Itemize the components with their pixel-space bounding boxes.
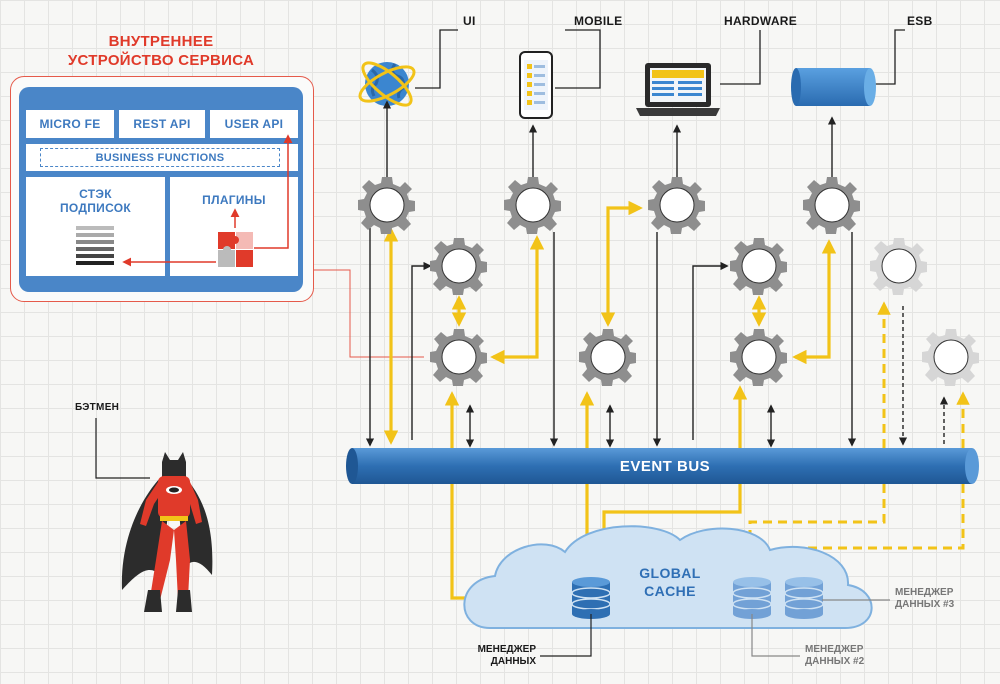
service-internals-title: ВНУТРЕННЕЕ УСТРОЙСТВО СЕРВИСА [30, 32, 292, 70]
database-icon-3 [784, 577, 824, 619]
cache-line-1: GLOBAL [639, 565, 701, 581]
dm1-line-1: МЕНЕДЖЕР [477, 644, 536, 655]
dm3-line-1: МЕНЕДЖЕР [895, 587, 954, 598]
data-manager-1-label: МЕНЕДЖЕР ДАННЫХ [474, 644, 536, 668]
data-manager-2-label: МЕНЕДЖЕР ДАННЫХ #2 [805, 644, 864, 668]
dm3-line-2: ДАННЫХ #3 [895, 599, 955, 610]
gear-icon [429, 237, 488, 296]
plugins-cell: ПЛАГИНЫ [170, 177, 298, 276]
gear-icon [647, 176, 706, 235]
cache-line-2: CACHE [644, 583, 696, 599]
dm2-line-1: МЕНЕДЖЕР [805, 644, 864, 655]
esb-cylinder-icon [791, 68, 876, 106]
stack-line-2: ПОДПИСОК [59, 201, 132, 215]
internals-link [312, 269, 424, 358]
gear-icon [357, 176, 416, 235]
label-esb: ESB [907, 14, 933, 28]
micro-fe-cell: MICRO FE [26, 110, 114, 138]
data-manager-leaders [540, 599, 890, 657]
event-bus-label: EVENT BUS [619, 458, 711, 475]
title-line-2: УСТРОЙСТВО СЕРВИСА [67, 52, 255, 69]
gear-icon [429, 328, 488, 387]
gear-icon [921, 328, 980, 387]
business-functions-label: BUSINESS FUNCTIONS [40, 148, 280, 167]
batman-leader [95, 418, 150, 479]
data-manager-3-label: МЕНЕДЖЕР ДАННЫХ #3 [895, 587, 954, 611]
global-cache-label: GLOBAL CACHE [622, 564, 718, 600]
event-bus-pipe [346, 448, 979, 484]
batman-figure [121, 452, 213, 612]
laptop-icon [636, 63, 720, 116]
endpoint-leaders [415, 29, 905, 89]
user-api-cell: USER API [210, 110, 298, 138]
label-ui: UI [463, 14, 476, 28]
title-line-1: ВНУТРЕННЕЕ [108, 33, 214, 50]
dm2-line-2: ДАННЫХ #2 [805, 656, 865, 667]
label-mobile: MOBILE [574, 14, 623, 28]
gear-icon [729, 237, 788, 296]
rest-api-cell: REST API [119, 110, 205, 138]
database-icon-1 [571, 577, 611, 619]
stack-line-1: СТЭК [79, 187, 112, 201]
smartphone-icon [519, 51, 553, 119]
dm1-line-2: ДАННЫХ [490, 656, 536, 667]
gear-icon [503, 176, 562, 235]
batman-label: БЭТМЕН [75, 402, 120, 413]
label-hardware: HARDWARE [724, 14, 798, 28]
stack-bars-icon [76, 226, 114, 265]
gear-icon [729, 328, 788, 387]
gear-icon [869, 237, 928, 296]
database-icon-2 [732, 577, 772, 619]
globe-icon [358, 61, 416, 107]
gear-icon [802, 176, 861, 235]
gear-icon [578, 328, 637, 387]
